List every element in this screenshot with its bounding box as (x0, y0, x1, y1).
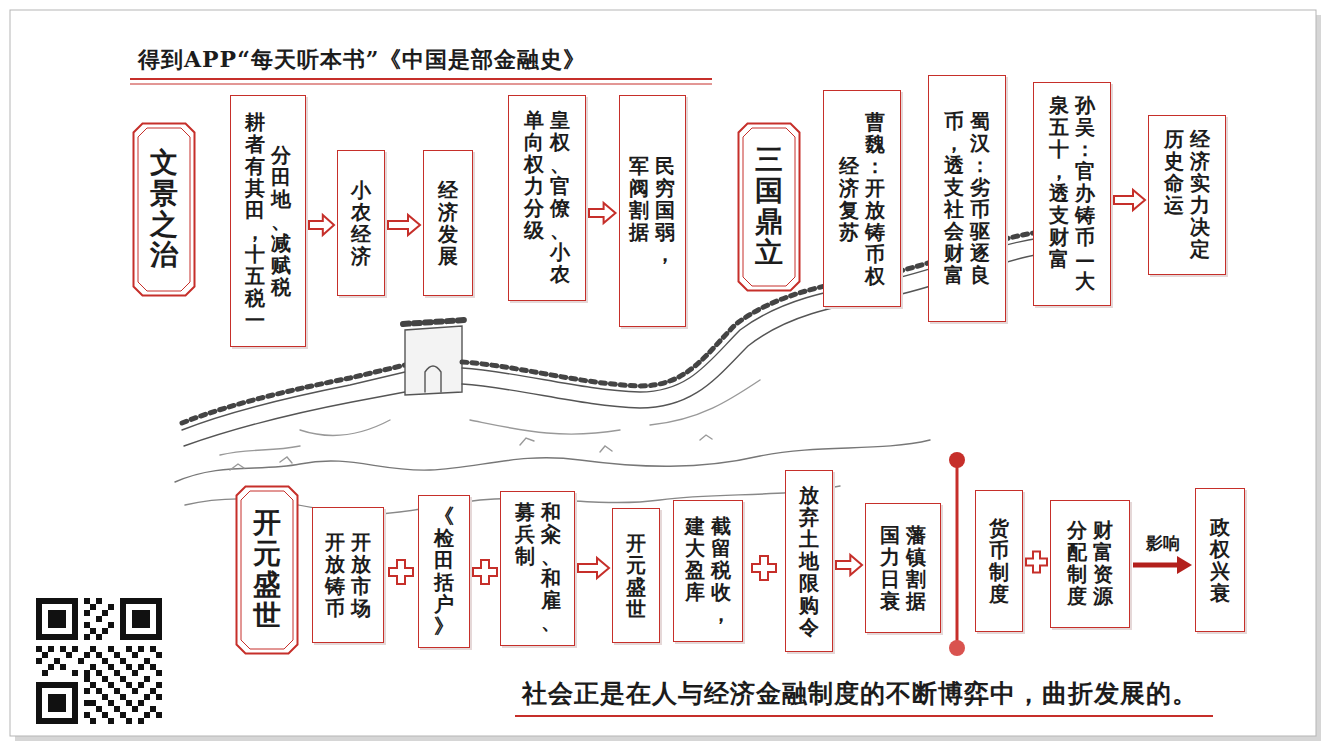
edge-label: 影响 (1144, 533, 1182, 553)
vertical-text: 货币制度 (989, 517, 1009, 605)
vertical-text-box: 截留税收，建大盈库 (673, 500, 743, 642)
hollow-arrow (1114, 190, 1145, 210)
frame-outline (134, 124, 195, 296)
vertical-text: 截留税收，建大盈库 (685, 515, 731, 627)
vertical-text-box: 经济发展 (423, 150, 473, 296)
vertical-text-box: 货币制度 (975, 490, 1023, 632)
vertical-text-box: 《检田括户》 (418, 495, 470, 648)
frame-outline (739, 124, 800, 291)
caption-underline (515, 716, 1213, 717)
plus-connector (752, 556, 776, 580)
vertical-text: 和籴、和雇、募兵制 (515, 501, 561, 635)
vertical-text-box: 财富资源分配制度 (1050, 500, 1130, 628)
era-title-box: 开元盛世 (235, 485, 299, 655)
divider-line (949, 452, 965, 656)
vertical-text: 经济实力决定历史命运 (1164, 128, 1210, 262)
frame-outline (743, 128, 795, 286)
vertical-text-box: 分田地、减赋税耕者有其田，十五税一 (230, 95, 306, 347)
vertical-text: 政权兴衰 (1210, 516, 1230, 604)
vertical-text: 蜀汉：劣币驱逐良币，透支社会财富 (944, 110, 990, 288)
hollow-arrow (836, 555, 862, 575)
vertical-text-box: 孙吴：官办铸币—大泉五十，透支财富 (1033, 82, 1111, 306)
vertical-text: 民穷国弱，军阀割据 (629, 155, 675, 267)
vertical-text-box: 经济实力决定历史命运 (1148, 115, 1226, 275)
vertical-text: 经济发展 (438, 179, 458, 267)
plus-symbol (473, 560, 497, 584)
vertical-text: 《检田括户》 (434, 505, 454, 637)
hollow-arrow (589, 203, 616, 223)
arrow-connector (1114, 190, 1145, 210)
vertical-text: 经济复苏 (839, 155, 859, 243)
plus-symbol (389, 560, 413, 584)
vertical-text: 国力日衰 (880, 524, 900, 612)
vertical-text: 开元盛世 (626, 532, 646, 620)
plus-connector (473, 560, 497, 584)
vertical-text-box: 民穷国弱，军阀割据 (619, 95, 686, 327)
vertical-text: 分田地、减赋税 (271, 144, 291, 298)
arrow-head (1177, 556, 1192, 574)
plus-symbol (752, 556, 776, 580)
arrow-connector (578, 558, 609, 578)
vertical-text-box: 开元盛世 (612, 508, 660, 643)
page-frame (10, 10, 1321, 741)
vertical-text: 开放市场 (351, 531, 371, 619)
plus-symbol (1026, 552, 1047, 573)
vertical-text-box: 政权兴衰 (1195, 488, 1245, 632)
vertical-text: 孙吴：官办铸币—大泉五十，透支财富 (1049, 94, 1095, 294)
arrow-connector (388, 215, 420, 235)
hollow-arrow (388, 215, 420, 235)
vertical-text: 皇权、官僚、小农单向权力分级 (524, 109, 570, 287)
vertical-text-box: 小农经济 (337, 150, 385, 296)
plus-connector (389, 560, 413, 584)
frame-outline (241, 491, 293, 649)
qr-code (36, 598, 162, 724)
vertical-text-box: 藩镇割据国力日衰 (865, 503, 941, 633)
era-title-box: 文景之治 (132, 122, 196, 297)
arrow-connector (309, 215, 334, 235)
vertical-text: 三国鼎立 (755, 145, 783, 268)
hollow-arrow (578, 558, 609, 578)
vertical-text-box: 曹魏：开放铸币权经济复苏 (823, 90, 901, 307)
plus-connector (1026, 552, 1047, 573)
page-title: 得到APP“每天听本书”《中国是部金融史》 (138, 46, 586, 72)
caption: 社会正是在人与经济金融制度的不断博弈中，曲折发展的。 (522, 679, 1198, 709)
vertical-text: 开元盛世 (253, 508, 281, 631)
arrow-connector (836, 555, 862, 575)
vertical-text: 文景之治 (150, 148, 178, 271)
vertical-text: 放弃土地限购令 (799, 484, 819, 638)
vertical-text: 耕者有其田，十五税一 (245, 111, 265, 331)
vertical-text: 开放铸币 (325, 531, 345, 619)
frame-outline (237, 487, 298, 654)
vertical-text: 藩镇割据 (906, 524, 926, 612)
arrow-shaft (1133, 563, 1180, 568)
vertical-text-box: 放弃土地限购令 (785, 470, 833, 652)
vertical-text: 小农经济 (351, 179, 371, 267)
vertical-text-box: 和籴、和雇、募兵制 (500, 491, 575, 646)
vertical-text: 财富资源分配制度 (1067, 519, 1113, 609)
hollow-arrow (309, 215, 334, 235)
vertical-text: 曹魏：开放铸币权 (865, 111, 885, 287)
frame-outline (138, 128, 190, 291)
vertical-text-box: 开放市场开放铸币 (312, 507, 384, 643)
title-underline (130, 79, 712, 84)
arrow-connector (589, 203, 616, 223)
vertical-text-box: 皇权、官僚、小农单向权力分级 (508, 95, 586, 301)
vertical-text-box: 蜀汉：劣币驱逐良币，透支社会财富 (928, 75, 1006, 322)
arrow-connector (1133, 556, 1192, 574)
era-title-box: 三国鼎立 (737, 122, 801, 292)
